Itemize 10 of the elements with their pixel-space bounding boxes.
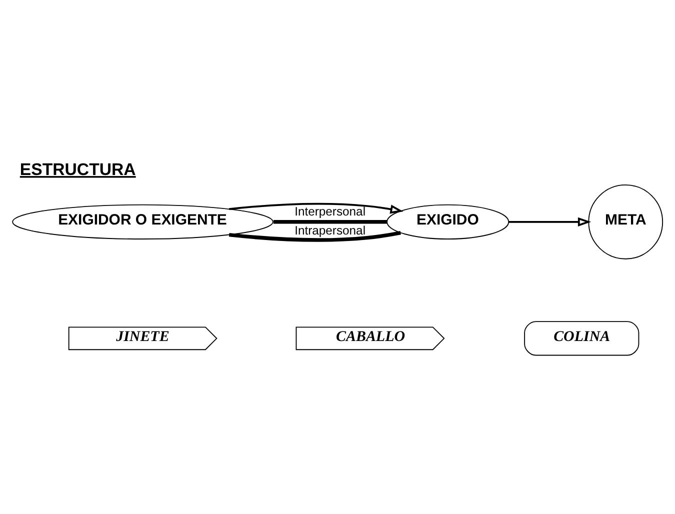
edge-label: Interpersonal [294,204,366,219]
arrow [229,202,404,214]
edge-label: Intrapersonal [294,223,366,238]
arrow [508,217,592,226]
diagram-title: ESTRUCTURA [20,160,136,180]
connector [228,230,401,242]
connector [273,220,387,224]
node-box: COLINA [524,321,640,356]
node-ellipse: EXIGIDOR O EXIGENTE [12,204,274,240]
node-circle: META [588,184,664,260]
